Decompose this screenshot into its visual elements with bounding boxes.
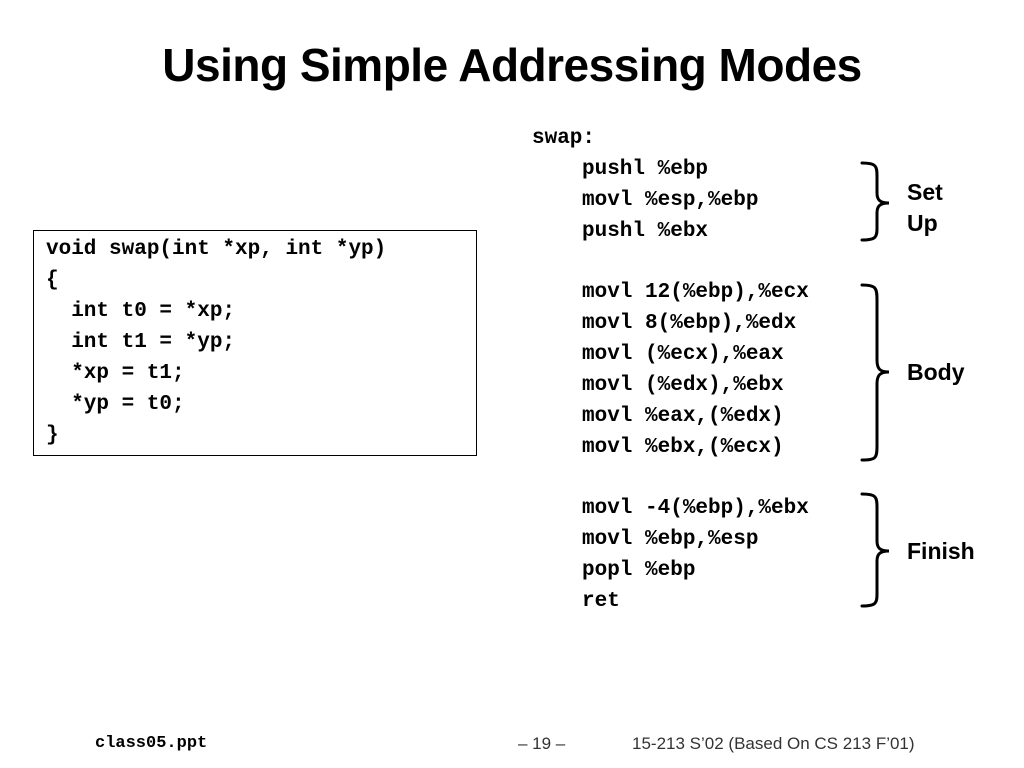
setup-brace	[860, 161, 890, 242]
footer-filename: class05.ppt	[95, 734, 208, 753]
asm-body-line: movl 12(%ebp),%ecx	[582, 281, 809, 304]
setup-label-line1: Set	[907, 179, 943, 205]
asm-body-line: movl (%ecx),%eax	[582, 343, 784, 366]
asm-finish-line: movl -4(%ebp),%ebx	[582, 497, 809, 520]
asm-body-line: movl (%edx),%ebx	[582, 374, 784, 397]
footer-course: 15-213 S’02 (Based On CS 213 F’01)	[632, 734, 915, 753]
c-code-line: {	[46, 269, 59, 292]
asm-body-line: movl %ebx,(%ecx)	[582, 436, 784, 459]
asm-setup-line: movl %esp,%ebp	[582, 189, 759, 212]
c-code-line: *xp = t1;	[46, 362, 185, 385]
c-code-line: }	[46, 424, 59, 447]
setup-label-line2: Up	[907, 210, 938, 236]
c-code-line: int t0 = *xp;	[46, 300, 236, 323]
c-code-box: void swap(int *xp, int *yp) { int t0 = *…	[33, 230, 477, 456]
asm-finish-line: popl %ebp	[582, 559, 696, 582]
asm-finish-line: movl %ebp,%esp	[582, 528, 759, 551]
asm-function-label: swap:	[532, 127, 596, 150]
body-brace	[860, 283, 890, 462]
asm-setup-line: pushl %ebx	[582, 220, 709, 243]
asm-body-line: movl %eax,(%edx)	[582, 405, 784, 428]
asm-finish-line: ret	[582, 590, 620, 613]
finish-brace	[860, 492, 890, 608]
slide-title: Using Simple Addressing Modes	[162, 39, 862, 91]
body-label: Body	[907, 359, 965, 385]
c-code-line: *yp = t0;	[46, 393, 185, 416]
asm-body-line: movl 8(%ebp),%edx	[582, 312, 797, 335]
c-code-line: void swap(int *xp, int *yp)	[46, 238, 387, 261]
asm-setup-line: pushl %ebp	[582, 158, 709, 181]
footer-page-number: – 19 –	[518, 734, 566, 753]
c-code-line: int t1 = *yp;	[46, 331, 236, 354]
finish-label: Finish	[907, 538, 975, 564]
